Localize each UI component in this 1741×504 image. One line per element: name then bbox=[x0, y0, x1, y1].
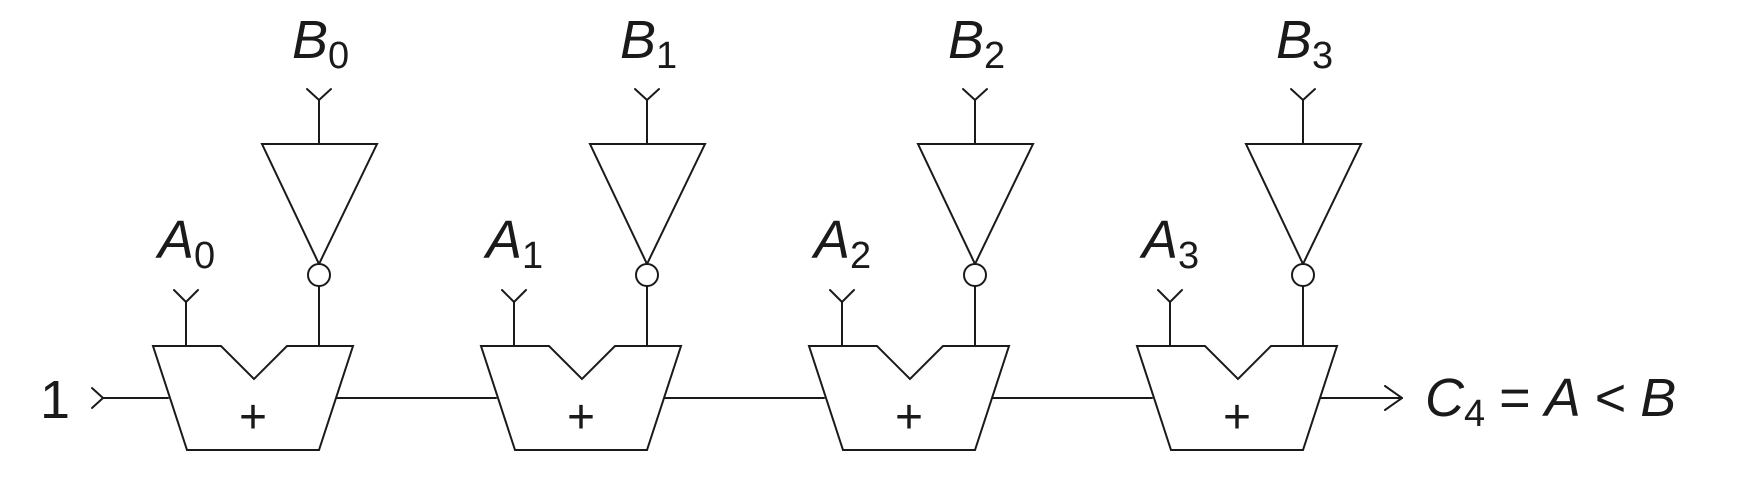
b2-inverter bbox=[916, 143, 1035, 267]
b3-label: B3 bbox=[1276, 10, 1333, 77]
adder-0-plus: + bbox=[239, 391, 267, 444]
output-expression: C4 =A<B bbox=[1425, 368, 1676, 435]
b0-label: B0 bbox=[292, 10, 349, 77]
output-a: A bbox=[1542, 368, 1581, 428]
adder-3 bbox=[1135, 345, 1339, 451]
stage-1: B1 A1 + bbox=[479, 10, 707, 451]
carry-in-arrow bbox=[91, 387, 104, 409]
a3-label: A3 bbox=[1139, 210, 1199, 277]
a1-input-fork bbox=[501, 289, 527, 303]
a3-input-fork bbox=[1157, 289, 1183, 303]
adder-1 bbox=[479, 345, 683, 451]
b3-input-fork bbox=[1290, 88, 1316, 101]
b1-inverter bbox=[588, 143, 707, 267]
adder-2-plus: + bbox=[895, 391, 923, 444]
stage-2: B2 A2 + bbox=[807, 10, 1035, 451]
adder-0 bbox=[151, 345, 355, 451]
output-b: B bbox=[1640, 368, 1676, 428]
a2-label: A2 bbox=[811, 210, 871, 277]
a1-label: A1 bbox=[483, 210, 543, 277]
adder-1-plus: + bbox=[567, 391, 595, 444]
b0-input-fork bbox=[306, 88, 332, 101]
stage-3: B3 A3 + bbox=[1135, 10, 1363, 451]
b2-input-fork bbox=[962, 88, 988, 101]
a2-input-fork bbox=[829, 289, 855, 303]
adder-3-plus: + bbox=[1223, 391, 1251, 444]
output-equals: = bbox=[1499, 368, 1531, 428]
stage-0: B0 A0 + bbox=[151, 10, 379, 451]
carry-in-label: 1 bbox=[40, 370, 70, 430]
b2-label: B2 bbox=[948, 10, 1005, 77]
b1-label: B1 bbox=[620, 10, 677, 77]
a0-input-fork bbox=[173, 289, 199, 303]
carry-out-arrow bbox=[1384, 385, 1403, 411]
b1-inverter-bubble bbox=[635, 263, 659, 287]
a0-label: A0 bbox=[155, 210, 215, 277]
b0-inverter-bubble bbox=[307, 263, 331, 287]
b0-inverter bbox=[260, 143, 379, 267]
adder-2 bbox=[807, 345, 1011, 451]
output-c-sub: 4 bbox=[1464, 393, 1485, 435]
b3-inverter-bubble bbox=[1291, 263, 1315, 287]
b2-inverter-bubble bbox=[963, 263, 987, 287]
output-c-label: C bbox=[1425, 368, 1465, 428]
output-less-than: < bbox=[1595, 368, 1627, 428]
b1-input-fork bbox=[634, 88, 660, 101]
b3-inverter bbox=[1244, 143, 1363, 267]
